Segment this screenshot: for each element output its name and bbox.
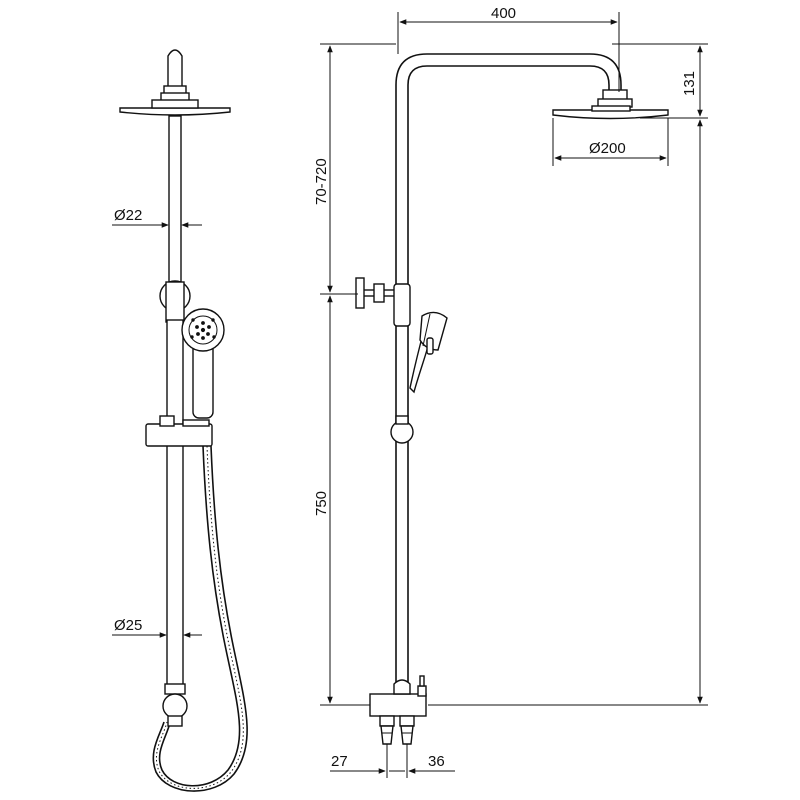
dim-arm-length-label: 400 bbox=[491, 5, 516, 22]
dim-lower-pipe-diameter: Ø25 bbox=[112, 617, 202, 638]
front-hand-shower bbox=[181, 308, 225, 419]
side-riser-and-arm bbox=[395, 53, 622, 690]
side-hand-shower bbox=[409, 311, 448, 394]
side-wall-bracket bbox=[355, 277, 397, 309]
dim-inlet-offsets: 27 36 bbox=[330, 744, 455, 778]
dim-head-diameter-label: Ø200 bbox=[589, 140, 626, 157]
dim-head-drop: 131 bbox=[612, 43, 708, 119]
front-view: Ø22 Ø25 bbox=[112, 49, 248, 792]
dim-upper-pipe-diameter-label: Ø22 bbox=[114, 207, 142, 224]
side-mixer-valve bbox=[369, 675, 427, 745]
dim-lower-height-label: 750 bbox=[313, 491, 330, 516]
dim-upper-pipe-diameter: Ø22 bbox=[112, 207, 202, 228]
side-rain-head bbox=[552, 109, 669, 120]
front-shower-arm bbox=[160, 49, 190, 102]
front-diverter-joint bbox=[159, 280, 191, 323]
dim-head-diameter: Ø200 bbox=[552, 118, 669, 166]
dim-lower-pipe-diameter-label: Ø25 bbox=[114, 617, 142, 634]
dim-adjustable-height-label: 70-720 bbox=[313, 158, 330, 205]
front-bottom-elbow bbox=[162, 683, 188, 727]
dim-adjustable-height: 70-720 bbox=[313, 43, 396, 295]
front-rain-head bbox=[119, 99, 231, 116]
dim-head-drop-label: 131 bbox=[681, 71, 698, 96]
dim-arm-length: 400 bbox=[397, 5, 620, 92]
dim-inlet-offset-right-label: 36 bbox=[428, 753, 445, 770]
dim-overall-height bbox=[428, 119, 708, 706]
side-view: 400 131 Ø200 70-720 bbox=[313, 5, 708, 778]
front-lower-pipe bbox=[166, 319, 184, 689]
dim-lower-height: 750 bbox=[313, 295, 370, 706]
front-upper-pipe bbox=[168, 115, 182, 283]
front-slide-holder bbox=[145, 415, 213, 447]
side-head-connector bbox=[597, 89, 633, 108]
side-diverter-joint bbox=[393, 283, 411, 327]
front-hose bbox=[152, 445, 248, 792]
dim-inlet-offset-left-label: 27 bbox=[331, 753, 348, 770]
